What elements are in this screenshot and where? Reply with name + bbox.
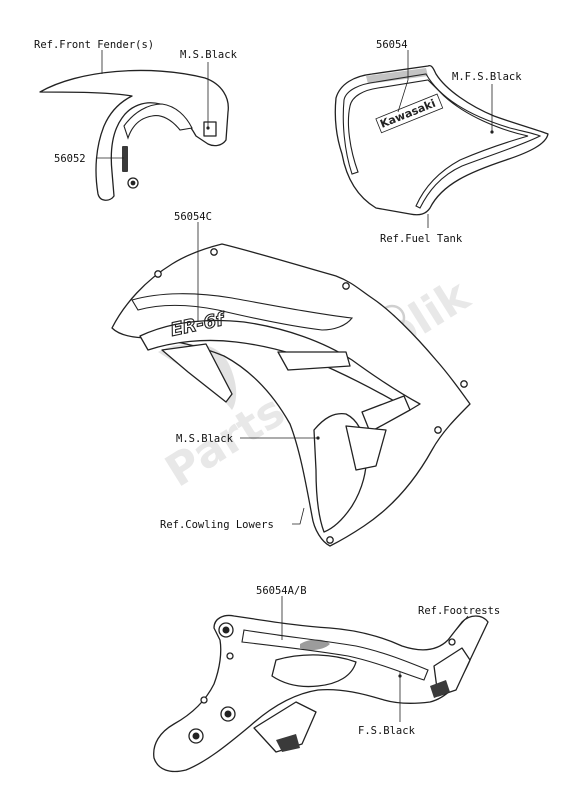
cowling-bolt-rear (342, 282, 350, 290)
footrest-inner-panel (271, 654, 357, 688)
cowling-bolt-side (434, 426, 442, 434)
footrest-bolt-middle-center (224, 710, 232, 718)
cowling-part: ER-6f (111, 243, 471, 547)
footrest-bolt-top-center (222, 626, 230, 634)
footrest-ref-label: Ref.Footrests (418, 605, 500, 617)
footrest-bolt-bottom-center (192, 732, 200, 740)
footrest-lower-dark (276, 734, 300, 752)
cowling-color-label: M.S.Black (176, 433, 234, 445)
fuel-tank-body (334, 64, 549, 216)
cowling-side-trim (277, 351, 351, 371)
cowling-leaders (197, 222, 320, 525)
footrest-peg-dark (430, 680, 450, 698)
cowling-ref-leader (292, 507, 305, 525)
cowling-body (111, 243, 471, 547)
fuel-tank-part-label: 56054 (376, 39, 408, 51)
footrest-hole-lower (200, 696, 208, 704)
cowling-bolt-top (210, 248, 218, 256)
footrest-color-label: F.S.Black (358, 725, 416, 737)
fuel-tank-brand-frame (375, 93, 444, 134)
footrest-slot (300, 639, 330, 651)
footrest-hole-peg (448, 638, 456, 646)
cowling-part-label: 56054C (174, 211, 212, 223)
front-fender-bolt-center (130, 180, 136, 186)
fuel-tank-seam (366, 68, 428, 84)
front-fender-color-label: M.S.Black (180, 49, 238, 61)
fuel-tank-color-dot (490, 130, 494, 134)
cowling-rear-fin (361, 395, 411, 433)
front-fender-color-dot (206, 126, 210, 130)
cowling-upper-stripe (131, 293, 354, 331)
front-fender-ref-label: Ref.Front Fender(s) (34, 39, 154, 51)
front-fender-part-label: 56052 (54, 153, 86, 165)
footrest-part (153, 614, 489, 773)
front-fender-body (39, 69, 229, 201)
cowling-bolt-upper-rear (460, 380, 468, 388)
cowling-bolt-bottom (326, 536, 334, 544)
cowling-bolt-front (154, 270, 162, 278)
footrest-hole-small (226, 652, 234, 660)
footrest-part-label: 56054A/B (256, 585, 307, 597)
footrest-leaders (281, 596, 469, 722)
cowling-inner-trim (139, 319, 421, 411)
cowling-color-dot (316, 436, 320, 440)
front-fender-part (39, 69, 229, 201)
front-fender-decal-mark (122, 146, 128, 172)
fuel-tank-stripe (342, 73, 542, 209)
footrest-ref-leader (455, 615, 469, 631)
front-fender-stripe (123, 103, 193, 140)
footrest-lower-plate (253, 701, 317, 753)
fuel-tank-part-leader (397, 50, 409, 113)
footrest-color-dot (398, 674, 402, 678)
footrest-bracket (153, 614, 489, 773)
fuel-tank-part: Kawasaki (334, 64, 549, 216)
fuel-tank-leaders (397, 50, 494, 228)
fuel-tank-color-label: M.F.S.Black (452, 71, 522, 83)
front-fender-leaders (96, 50, 210, 159)
cowling-vent (161, 343, 233, 403)
front-fender-mount (203, 121, 217, 137)
cowling-ref-label: Ref.Cowling Lowers (160, 519, 274, 531)
fuel-tank-ref-label: Ref.Fuel Tank (380, 233, 463, 245)
cowling-bottom-fin (345, 425, 387, 471)
